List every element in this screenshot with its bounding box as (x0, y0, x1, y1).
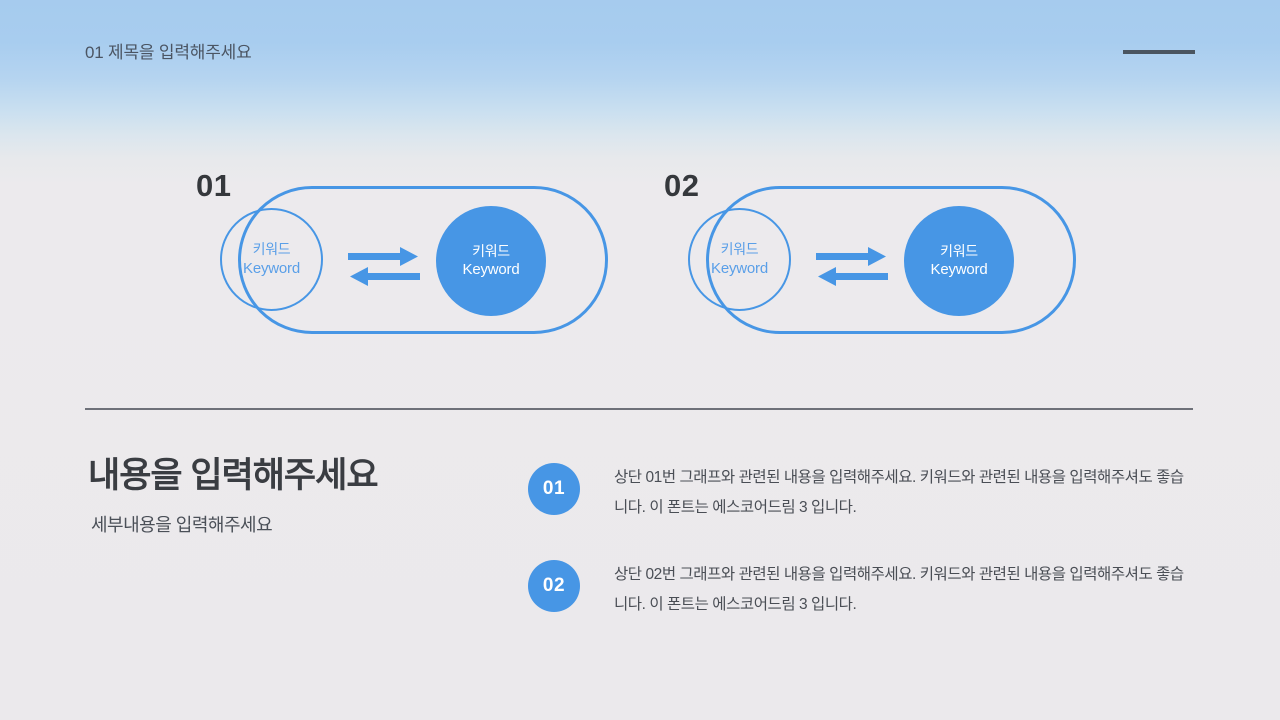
diagram-node-left: 키워드 Keyword (688, 208, 791, 311)
bottom-section: 내용을 입력해주세요 세부내용을 입력해주세요 01 상단 01번 그래프와 관… (0, 455, 1280, 655)
diagram-area: 01 키워드 Keyword 키워드 Keyword 02 키 (0, 160, 1280, 360)
diagram-node-left: 키워드 Keyword (220, 208, 323, 311)
bottom-subtitle: 세부내용을 입력해주세요 (91, 515, 273, 535)
diagram-group-01: 01 키워드 Keyword 키워드 Keyword (196, 160, 626, 360)
node-keyword-en: Keyword (930, 261, 988, 278)
bottom-title: 내용을 입력해주세요 (88, 456, 379, 495)
slide-header: 01 제목을 입력해주세요 (85, 38, 1195, 68)
bullet-badge: 02 (528, 560, 580, 612)
node-keyword-ko: 키워드 (472, 242, 510, 259)
node-keyword-ko: 키워드 (252, 241, 291, 257)
header-rule-decoration (1123, 50, 1195, 54)
bullet-list: 01 상단 01번 그래프와 관련된 내용을 입력해주세요. 키워드와 관련된 … (528, 463, 1188, 657)
list-item: 01 상단 01번 그래프와 관련된 내용을 입력해주세요. 키워드와 관련된 … (528, 463, 1188, 525)
node-keyword-en: Keyword (711, 259, 768, 277)
bidirectional-arrows-icon (348, 246, 420, 288)
diagram-group-number: 02 (664, 168, 700, 203)
node-keyword-en: Keyword (462, 261, 520, 278)
node-keyword-ko: 키워드 (720, 241, 759, 257)
diagram-node-right: 키워드 Keyword (904, 206, 1014, 316)
page-title: 01 제목을 입력해주세요 (85, 43, 252, 62)
node-keyword-en: Keyword (243, 259, 300, 277)
bidirectional-arrows-icon (816, 246, 888, 288)
bullet-badge: 01 (528, 463, 580, 515)
node-keyword-ko: 키워드 (940, 242, 978, 259)
list-item: 02 상단 02번 그래프와 관련된 내용을 입력해주세요. 키워드와 관련된 … (528, 560, 1188, 622)
section-divider (85, 408, 1193, 410)
bullet-text: 상단 02번 그래프와 관련된 내용을 입력해주세요. 키워드와 관련된 내용을… (614, 566, 1184, 614)
bullet-text: 상단 01번 그래프와 관련된 내용을 입력해주세요. 키워드와 관련된 내용을… (614, 469, 1184, 517)
bottom-heading-block: 내용을 입력해주세요 세부내용을 입력해주세요 (88, 455, 488, 537)
diagram-group-number: 01 (196, 168, 232, 203)
diagram-node-right: 키워드 Keyword (436, 206, 546, 316)
diagram-group-02: 02 키워드 Keyword 키워드 Keyword (664, 160, 1094, 360)
